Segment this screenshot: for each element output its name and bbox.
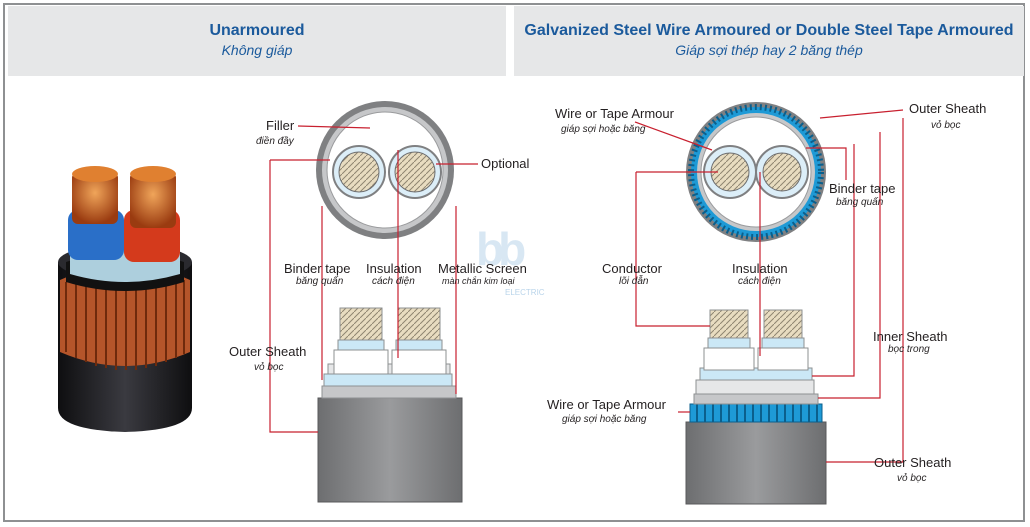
label-outer-sheath-left: Outer Sheath (229, 344, 307, 359)
label-outer-sheath-left-vi: vỏ bọc (254, 362, 284, 373)
label-binder-tape-left: Binder tape (284, 261, 351, 276)
header-unarmoured-title: Unarmoured (209, 22, 305, 39)
label-wire-armour-bottom-vi: giáp sợi hoặc băng (562, 414, 647, 425)
header-unarmoured-subtitle: Không giáp (221, 42, 293, 58)
header-armoured-title: Galvanized Steel Wire Armoured or Double… (524, 22, 1014, 39)
unarmoured-cross-section (316, 101, 454, 239)
label-insulation-right-vi: cách điện (738, 276, 781, 287)
label-outer-sheath-top: Outer Sheath (909, 101, 987, 116)
label-outer-sheath-top-vi: vỏ bọc (931, 120, 961, 131)
header-unarmoured: Unarmoured Không giáp (8, 6, 506, 76)
label-inner-sheath-vi: bọc trong (888, 344, 930, 355)
label-metallic-screen: Metallic Screen (438, 261, 527, 276)
leader-lines (269, 109, 904, 463)
label-metallic-screen-vi: màn chắn kim loại (442, 276, 515, 286)
label-outer-sheath-bottom: Outer Sheath (874, 455, 952, 470)
label-binder-tape-right: Binder tape (829, 181, 896, 196)
label-filler: Filler (266, 118, 295, 133)
label-binder-tape-right-vi: băng quấn (836, 197, 884, 208)
label-outer-sheath-bottom-vi: vỏ bọc (897, 473, 927, 484)
watermark-text: ELECTRIC (505, 288, 545, 297)
label-optional: Optional (481, 156, 530, 171)
armoured-side-view (685, 309, 827, 505)
watermark-logo: bb (476, 223, 526, 275)
cable-photo (58, 166, 192, 432)
header-armoured: Galvanized Steel Wire Armoured or Double… (514, 6, 1024, 76)
label-insulation-right: Insulation (732, 261, 788, 276)
header-armoured-subtitle: Giáp sợi thép hay 2 băng thép (675, 42, 863, 58)
label-wire-armour-bottom: Wire or Tape Armour (547, 397, 666, 412)
label-conductor-vi: lõi dẫn (619, 276, 649, 287)
label-inner-sheath: Inner Sheath (873, 329, 948, 344)
label-wire-armour-top-vi: giáp sợi hoặc băng (561, 124, 646, 135)
unarmoured-side-view (317, 307, 463, 503)
label-insulation-left-vi: cách điện (372, 276, 415, 287)
armoured-cross-section (686, 102, 826, 242)
label-wire-armour-top: Wire or Tape Armour (555, 106, 674, 121)
label-filler-vi: điền đầy (256, 136, 294, 147)
label-conductor: Conductor (602, 261, 662, 276)
label-binder-tape-left-vi: băng quấn (296, 276, 344, 287)
label-insulation-left: Insulation (366, 261, 422, 276)
